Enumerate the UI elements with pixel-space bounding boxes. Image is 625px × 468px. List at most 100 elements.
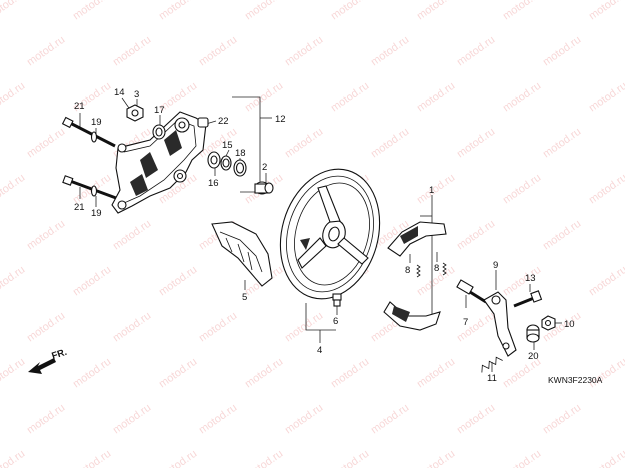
- watermark-text: motod.ru: [369, 34, 411, 69]
- callout-20: 20: [528, 351, 539, 362]
- watermark-text: motod.ru: [157, 356, 199, 391]
- watermark-text: motod.ru: [541, 34, 583, 69]
- watermark-text: motod.ru: [541, 402, 583, 437]
- watermark-text: motod.ru: [25, 218, 67, 253]
- callout-9: 9: [493, 260, 498, 271]
- watermark-text: motod.ru: [157, 448, 199, 468]
- rear-wheel-part: [279, 168, 381, 300]
- mounting-bolts-part: [61, 116, 117, 200]
- collar-part: [197, 117, 209, 128]
- watermark-text: motod.ru: [157, 0, 199, 22]
- watermark-text: motod.ru: [197, 402, 239, 437]
- callout-14: 14: [114, 87, 125, 98]
- watermark-text: motod.ru: [111, 310, 153, 345]
- watermark-text: motod.ru: [329, 356, 371, 391]
- callout-8b: 8: [434, 263, 439, 274]
- watermark-text: motod.ru: [0, 356, 27, 391]
- watermark-text: motod.ru: [455, 34, 497, 69]
- watermark-text: motod.ru: [243, 0, 285, 22]
- watermark-text: motod.ru: [111, 34, 153, 69]
- callout-21a: 21: [74, 101, 85, 112]
- nut-part: [126, 104, 144, 122]
- watermark-text: motod.ru: [415, 356, 457, 391]
- callout-22: 22: [218, 116, 229, 127]
- watermark-text: motod.ru: [283, 402, 325, 437]
- watermark-text: motod.ru: [455, 310, 497, 345]
- watermark-text: motod.ru: [243, 356, 285, 391]
- callout-4: 4: [317, 345, 322, 356]
- brake-arm-part: [483, 291, 517, 357]
- diagram-code: KWN3F2230A: [548, 375, 603, 385]
- watermark-text: motod.ru: [501, 448, 543, 468]
- watermark-text: motod.ru: [415, 172, 457, 207]
- watermark-text: motod.ru: [455, 126, 497, 161]
- watermark-text: motod.ru: [587, 448, 625, 468]
- watermark-text: motod.ru: [0, 172, 27, 207]
- watermark-text: motod.ru: [369, 126, 411, 161]
- callout-labels: 1 2 3 4 5 6 7 8 8 9 10 11 12 13 14 15 16…: [74, 87, 575, 384]
- watermark-text: motod.ru: [455, 218, 497, 253]
- watermark-text: motod.ru: [25, 126, 67, 161]
- arm-nut-part: [541, 315, 556, 331]
- callout-12: 12: [275, 114, 286, 125]
- watermark-text: motod.ru: [283, 34, 325, 69]
- watermark-text: motod.ru: [329, 448, 371, 468]
- watermark-text: motod.ru: [541, 218, 583, 253]
- callout-19b: 19: [91, 208, 102, 219]
- callout-17: 17: [154, 105, 165, 116]
- watermark-text: motod.ru: [587, 264, 625, 299]
- watermark-text: motod.ru: [541, 126, 583, 161]
- watermark-text: motod.ru: [501, 0, 543, 22]
- brake-cam-part: [456, 279, 487, 304]
- watermark-text: motod.ru: [25, 310, 67, 345]
- axle-collar-part: [254, 181, 274, 195]
- air-valve-part: [332, 293, 342, 307]
- joint-pin-part: [526, 324, 540, 343]
- watermark-text: motod.ru: [369, 402, 411, 437]
- callout-8a: 8: [405, 265, 410, 276]
- watermark-text: motod.ru: [243, 448, 285, 468]
- return-spring-part: [481, 356, 503, 373]
- callout-5: 5: [242, 292, 247, 303]
- watermark-text: motod.ru: [0, 0, 27, 22]
- watermark-text: motod.ru: [71, 0, 113, 22]
- swingarm-bracket-part: [111, 111, 207, 214]
- callout-2: 2: [262, 162, 267, 173]
- watermark-text: motod.ru: [25, 402, 67, 437]
- callout-10: 10: [564, 319, 575, 330]
- callout-18: 18: [235, 148, 246, 159]
- callout-7: 7: [463, 317, 468, 328]
- watermark-text: motod.ru: [415, 0, 457, 22]
- watermark-text: motod.ru: [329, 0, 371, 22]
- callout-21b: 21: [74, 202, 85, 213]
- watermark-text: motod.ru: [329, 80, 371, 115]
- callout-13: 13: [525, 273, 536, 284]
- watermark-text: motod.ru: [587, 172, 625, 207]
- splash-guard-part: [211, 221, 273, 287]
- watermark-text: motod.ru: [501, 172, 543, 207]
- callout-6: 6: [333, 316, 338, 327]
- watermark-text: motod.ru: [71, 448, 113, 468]
- watermark-text: motod.ru: [111, 402, 153, 437]
- arm-bolt-part: [513, 290, 543, 308]
- watermark-text: motod.ru: [415, 80, 457, 115]
- watermark-text: motod.ru: [587, 356, 625, 391]
- callout-11: 11: [487, 373, 497, 384]
- watermark-text: motod.ru: [0, 264, 27, 299]
- watermark-text: motod.ru: [587, 0, 625, 22]
- callout-3: 3: [134, 89, 139, 100]
- hub-seals-part: [207, 151, 247, 177]
- callout-16: 16: [208, 178, 219, 189]
- watermark-text: motod.ru: [157, 264, 199, 299]
- bearing-part: [152, 124, 166, 140]
- watermark-text: motod.ru: [0, 448, 27, 468]
- watermark-text: motod.ru: [0, 80, 27, 115]
- watermark-text: motod.ru: [197, 34, 239, 69]
- watermark-text: motod.ru: [415, 448, 457, 468]
- watermark-text: motod.ru: [501, 80, 543, 115]
- watermark-text: motod.ru: [71, 356, 113, 391]
- callout-1: 1: [429, 185, 434, 196]
- front-direction-indicator: FR.: [28, 347, 68, 374]
- watermark-text: motod.ru: [455, 402, 497, 437]
- watermark-text: motod.ru: [197, 310, 239, 345]
